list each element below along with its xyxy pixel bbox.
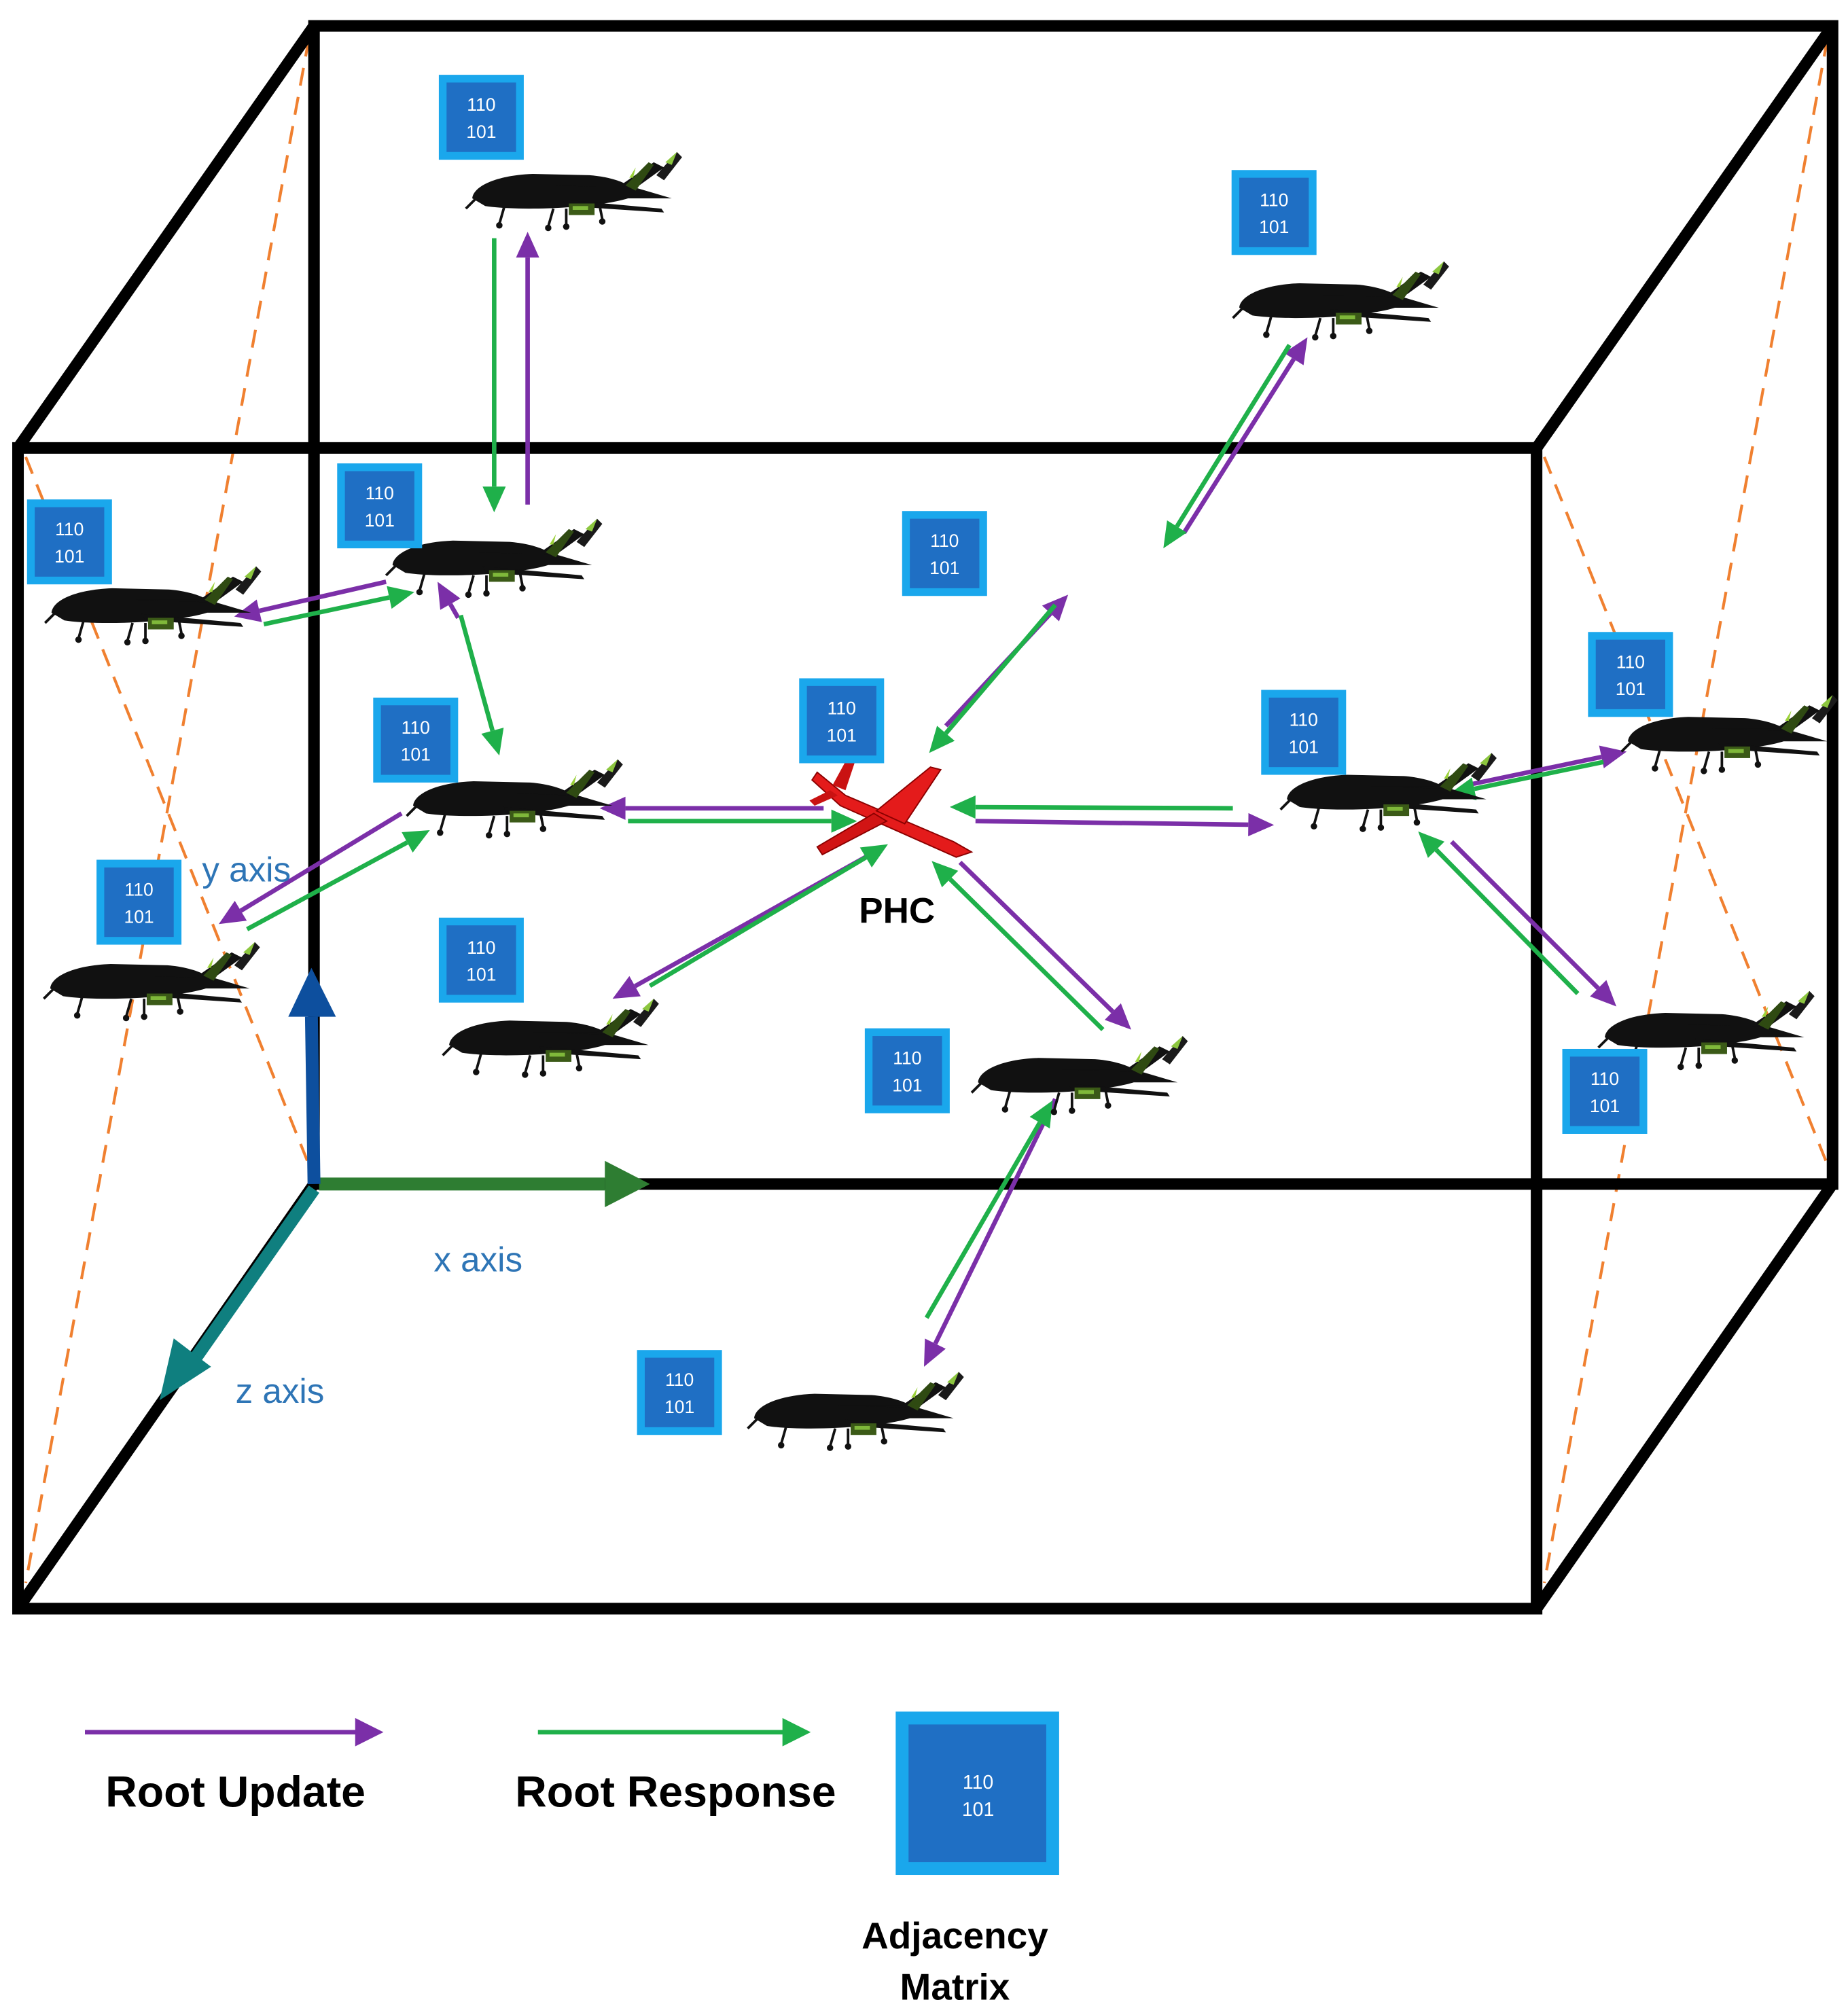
legend-matrix-row1: 110	[963, 1772, 993, 1793]
legend-response-arrow	[537, 1717, 811, 1747]
root-update-arrow	[975, 812, 1275, 836]
matrix-row2: 101	[401, 745, 431, 765]
matrix-row2: 101	[1259, 217, 1289, 237]
matrix-row2: 101	[1289, 736, 1319, 757]
root-update-arrow	[1466, 745, 1627, 787]
root-response-arrow	[628, 809, 857, 833]
red-aircraft-icon	[808, 756, 973, 858]
legend-matrix-icon: 110 101	[895, 1711, 1059, 1876]
root-response-arrow	[458, 614, 504, 756]
matrix-row1: 110	[1290, 710, 1318, 730]
matrix-row2: 101	[466, 965, 496, 985]
root-response-arrow	[929, 603, 1057, 753]
drone-icon	[1231, 260, 1451, 342]
matrix-row2: 101	[1616, 679, 1646, 699]
matrix-row1: 110	[366, 483, 394, 503]
root-update-arrow	[599, 796, 824, 820]
matrix-row1: 110	[930, 531, 959, 551]
matrix-row1: 110	[893, 1048, 921, 1069]
matrix-row2: 101	[124, 906, 154, 927]
root-update-arrow	[958, 860, 1131, 1030]
root-update-arrow	[438, 582, 461, 620]
root-update-arrow	[924, 1098, 1058, 1367]
z-axis-arrowhead	[159, 1338, 211, 1401]
x-axis-arrowhead	[605, 1160, 650, 1207]
legend-matrix-label-line1: Adjacency	[861, 1914, 1048, 1957]
drone-icon	[970, 1035, 1190, 1117]
root-response-arrow	[263, 586, 414, 627]
root-response-arrow	[924, 1100, 1053, 1319]
legend-matrix-row2: 101	[962, 1799, 994, 1821]
matrices-layer: 1101011101011101011101011101011101011101…	[26, 75, 1673, 1435]
matrix-row1: 110	[665, 1370, 694, 1390]
root-response-arrow	[1418, 831, 1580, 995]
coordinate-axes	[159, 967, 650, 1401]
y-axis-arrowhead	[288, 967, 336, 1017]
legend-matrix-label-line2: Matrix	[900, 1966, 1010, 2000]
matrix-row2: 101	[929, 558, 959, 578]
legend-update-label: Root Update	[105, 1768, 366, 1817]
drone-icon	[464, 150, 683, 233]
root-response-arrow	[246, 829, 430, 931]
root-update-arrow	[1450, 840, 1617, 1007]
drone-icon	[42, 940, 262, 1023]
matrix-row1: 110	[124, 880, 153, 900]
matrix-row1: 110	[1591, 1069, 1619, 1089]
legend-update-arrow	[85, 1717, 384, 1747]
matrix-row1: 110	[467, 938, 495, 958]
matrix-row1: 110	[55, 519, 84, 539]
matrix-row2: 101	[827, 725, 857, 745]
root-update-arrow	[1181, 337, 1308, 535]
z-axis-label: z axis	[236, 1372, 325, 1410]
matrix-row2: 101	[365, 510, 395, 531]
matrix-row1: 110	[1616, 651, 1645, 672]
bounding-box	[12, 20, 1838, 1615]
root-response-arrow	[482, 238, 506, 513]
matrix-row2: 101	[664, 1397, 694, 1417]
matrix-row1: 110	[1260, 190, 1288, 210]
legend-response-label: Root Response	[515, 1768, 836, 1817]
root-update-arrow	[234, 579, 387, 622]
x-axis-label: x axis	[433, 1240, 522, 1279]
matrix-row2: 101	[892, 1075, 922, 1095]
phc-node: PHC	[808, 756, 973, 931]
drone-icon	[746, 1370, 965, 1452]
matrix-row1: 110	[828, 698, 856, 718]
matrix-row2: 101	[1590, 1096, 1620, 1116]
root-update-arrow	[219, 811, 403, 925]
legend: Root Update Root Response 110 101 Adjace…	[85, 1711, 1059, 2000]
root-response-arrow	[648, 844, 888, 988]
root-update-arrow	[516, 232, 539, 505]
phc-label: PHC	[859, 891, 935, 931]
drone-icon	[441, 997, 660, 1079]
root-response-arrow	[1163, 344, 1292, 549]
matrix-row2: 101	[466, 122, 496, 142]
matrix-row2: 101	[54, 546, 84, 567]
root-response-arrow	[931, 861, 1105, 1031]
matrix-row1: 110	[467, 94, 495, 115]
matrix-row1: 110	[402, 717, 430, 738]
y-axis-label: y axis	[202, 851, 291, 889]
links-layer	[219, 232, 1627, 1367]
root-response-arrow	[949, 796, 1233, 819]
